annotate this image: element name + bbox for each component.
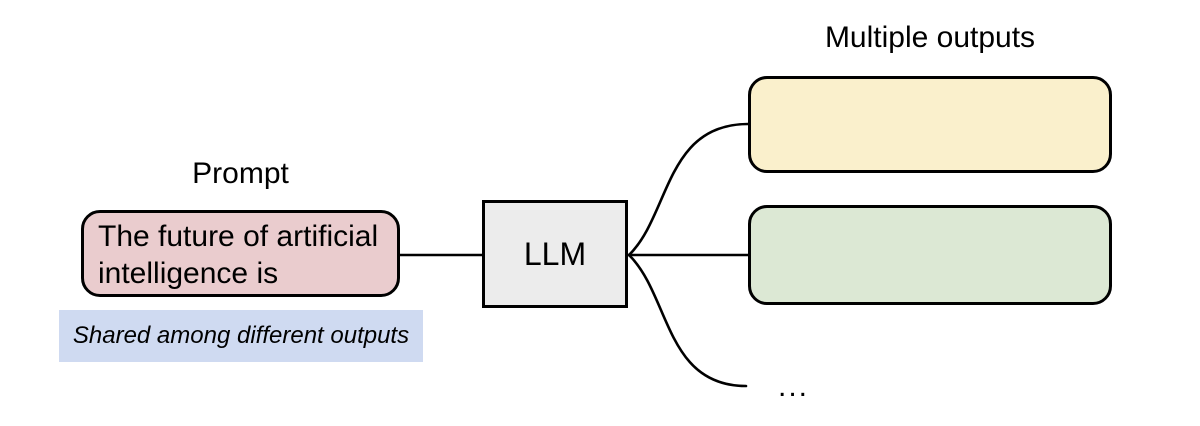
- multiple-outputs-label: Multiple outputs: [824, 21, 1036, 54]
- prompt-note-text: Shared among different outputs: [72, 322, 410, 349]
- prompt-label: Prompt: [192, 157, 289, 190]
- prompt-box: The future of artificial intelligence is: [81, 210, 400, 297]
- more-outputs-ellipsis: ...: [778, 370, 810, 403]
- prompt-box-text: The future of artificial intelligence is: [98, 220, 379, 290]
- llm-to-output-top-curve: [627, 122, 750, 257]
- output-box-middle: [748, 205, 1112, 305]
- prompt-note: Shared among different outputs: [59, 310, 423, 362]
- output-box-top: [748, 76, 1112, 173]
- llm-to-ellipsis-curve: [627, 253, 748, 388]
- llm-box-label: LLM: [523, 235, 587, 272]
- llm-box: LLM: [482, 200, 628, 308]
